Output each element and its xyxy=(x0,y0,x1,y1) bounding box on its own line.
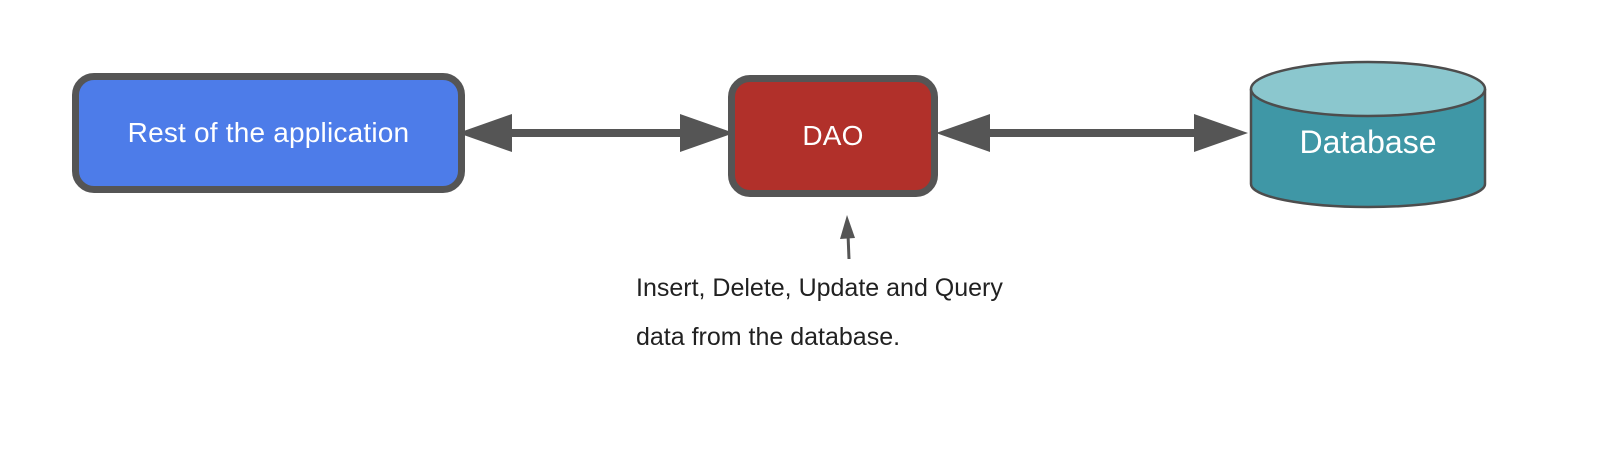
arrow-shaft xyxy=(984,129,1200,137)
annotation-line-2: data from the database. xyxy=(636,323,901,351)
node-database-label: Database xyxy=(1299,124,1437,160)
double-arrow-app-dao xyxy=(458,114,734,152)
arrowhead-left-icon xyxy=(936,114,990,152)
arrowhead-left-icon xyxy=(458,114,512,152)
annotation-arrowhead-icon xyxy=(840,215,855,239)
node-rest-of-application-label: Rest of the application xyxy=(127,117,410,148)
annotation-line-1: Insert, Delete, Update and Query xyxy=(636,274,1003,302)
arrowhead-right-icon xyxy=(680,114,734,152)
node-rest-of-application: Rest of the application xyxy=(72,73,465,193)
annotation-arrow-icon xyxy=(840,215,855,260)
arrow-shaft xyxy=(506,129,686,137)
arrowhead-right-icon xyxy=(1194,114,1248,152)
database-cylinder-icon xyxy=(1249,60,1487,209)
node-dao-label: DAO xyxy=(802,120,864,151)
double-arrow-dao-database xyxy=(936,114,1248,152)
node-dao: DAO xyxy=(728,75,938,197)
annotation-text: Insert, Delete, Update and Query data fr… xyxy=(636,264,1003,362)
cylinder-top xyxy=(1249,60,1487,118)
cylinder-body xyxy=(1249,89,1487,209)
